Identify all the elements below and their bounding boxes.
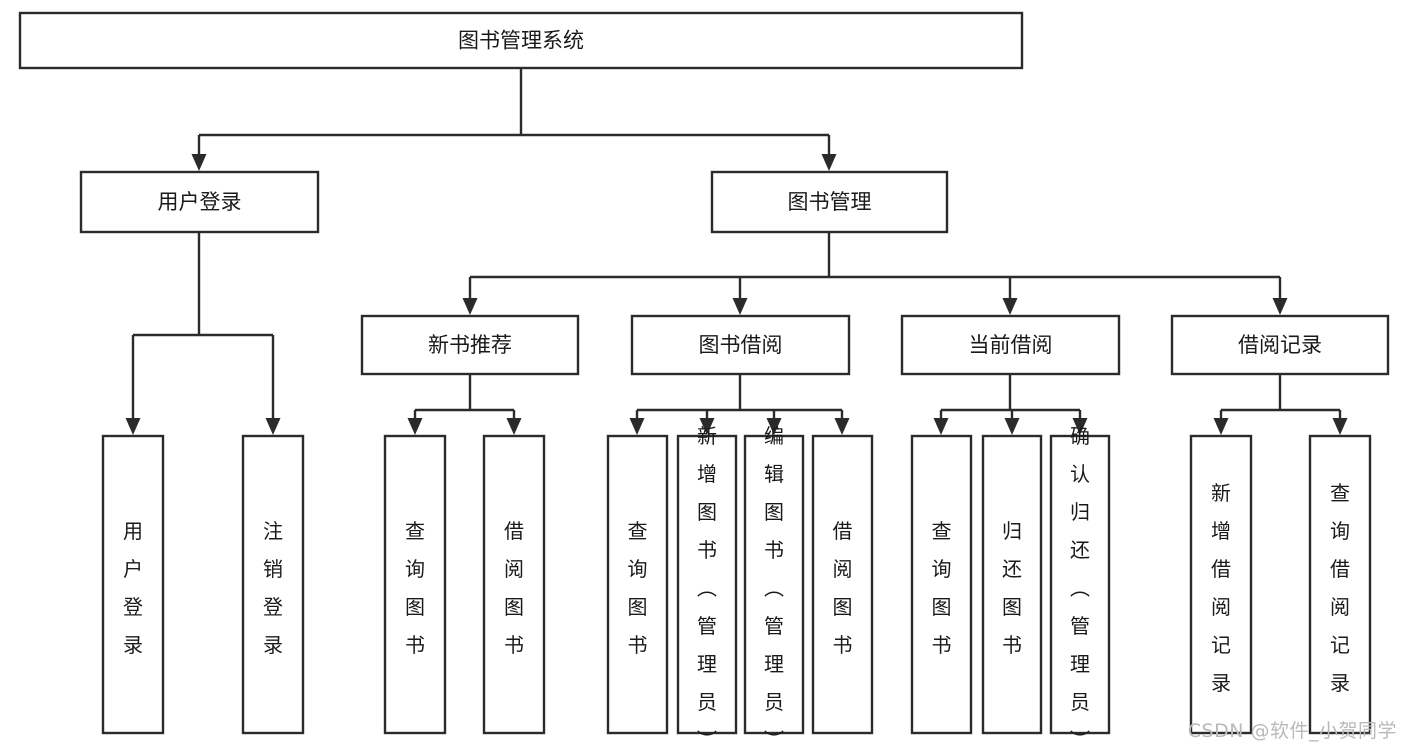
node-box-leaf-borrow-book-1[interactable] bbox=[482, 434, 546, 735]
node-box-leaf-add-book[interactable] bbox=[676, 434, 738, 735]
node-box-book-borrow[interactable] bbox=[630, 314, 851, 376]
node-box-leaf-add-borrow-record[interactable] bbox=[1189, 434, 1253, 735]
arrow-head-icon bbox=[699, 418, 715, 435]
connector-bus-user-login bbox=[125, 232, 281, 435]
node-leaf-query-borrow-record[interactable]: 查询借阅记录 bbox=[1308, 434, 1372, 735]
arrow-head-icon bbox=[1004, 418, 1020, 435]
node-box-user-login[interactable] bbox=[79, 170, 320, 234]
connector-bus-current-borrow bbox=[933, 374, 1088, 435]
node-box-leaf-return-book[interactable] bbox=[981, 434, 1043, 735]
node-box-current-borrow[interactable] bbox=[900, 314, 1121, 376]
node-box-leaf-query-book-1[interactable] bbox=[383, 434, 447, 735]
node-label-current-borrow: 当前借阅 bbox=[969, 333, 1053, 357]
node-box-leaf-edit-book[interactable] bbox=[743, 434, 805, 735]
connector-bus-borrow-record bbox=[1213, 374, 1348, 435]
node-box-leaf-query-book-3[interactable] bbox=[910, 434, 973, 735]
node-leaf-user-login[interactable]: 用户登录 bbox=[101, 434, 165, 735]
arrow-head-icon bbox=[766, 418, 782, 435]
arrow-head-icon bbox=[407, 418, 423, 435]
node-box-leaf-confirm-return[interactable] bbox=[1049, 434, 1111, 735]
arrow-head-icon bbox=[125, 418, 141, 435]
node-leaf-add-book[interactable]: 新增图书︵管理员︶ bbox=[676, 424, 738, 747]
node-box-leaf-query-book-2[interactable] bbox=[606, 434, 669, 735]
arrow-head-icon bbox=[821, 154, 837, 171]
connector-bus-new-book bbox=[407, 374, 522, 435]
node-leaf-user-logout[interactable]: 注销登录 bbox=[241, 434, 305, 735]
node-label-leaf-add-book: 新增图书︵管理员︶ bbox=[697, 424, 717, 747]
node-label-leaf-add-borrow-record: 新增借阅记录 bbox=[1211, 481, 1231, 695]
node-new-book-recommend[interactable]: 新书推荐 bbox=[360, 314, 580, 376]
node-leaf-query-book-3[interactable]: 查询图书 bbox=[910, 434, 973, 735]
node-label-user-login: 用户登录 bbox=[158, 190, 242, 214]
node-leaf-return-book[interactable]: 归还图书 bbox=[981, 434, 1043, 735]
nodes-layer: 图书管理系统用户登录图书管理新书推荐图书借阅当前借阅借阅记录用户登录注销登录查询… bbox=[18, 11, 1390, 747]
node-label-leaf-query-book-3: 查询图书 bbox=[932, 519, 952, 657]
node-label-leaf-return-book: 归还图书 bbox=[1002, 519, 1022, 657]
node-box-new-book-recommend[interactable] bbox=[360, 314, 580, 376]
node-box-book-manage[interactable] bbox=[710, 170, 949, 234]
arrow-head-icon bbox=[191, 154, 207, 171]
arrow-head-icon bbox=[629, 418, 645, 435]
arrow-head-icon bbox=[1332, 418, 1348, 435]
node-user-login[interactable]: 用户登录 bbox=[79, 170, 320, 234]
node-leaf-borrow-book-2[interactable]: 借阅图书 bbox=[811, 434, 874, 735]
node-leaf-edit-book[interactable]: 编辑图书︵管理员︶ bbox=[743, 424, 805, 747]
node-label-new-book-recommend: 新书推荐 bbox=[428, 333, 512, 357]
node-label-leaf-query-book-1: 查询图书 bbox=[405, 519, 425, 657]
node-box-leaf-user-login[interactable] bbox=[101, 434, 165, 735]
node-leaf-confirm-return[interactable]: 确认归还︵管理员︶ bbox=[1049, 424, 1111, 747]
arrow-head-icon bbox=[265, 418, 281, 435]
node-leaf-query-book-2[interactable]: 查询图书 bbox=[606, 434, 669, 735]
node-current-borrow[interactable]: 当前借阅 bbox=[900, 314, 1121, 376]
connector-bus-root bbox=[191, 68, 837, 171]
node-box-root[interactable] bbox=[18, 11, 1024, 70]
node-label-leaf-borrow-book-1: 借阅图书 bbox=[504, 519, 524, 657]
arrow-head-icon bbox=[506, 418, 522, 435]
node-label-leaf-edit-book: 编辑图书︵管理员︶ bbox=[764, 424, 784, 747]
arrow-head-icon bbox=[1272, 298, 1288, 315]
node-label-leaf-user-logout: 注销登录 bbox=[263, 519, 283, 657]
node-box-borrow-record[interactable] bbox=[1170, 314, 1390, 376]
node-label-leaf-borrow-book-2: 借阅图书 bbox=[833, 519, 853, 657]
node-leaf-query-book-1[interactable]: 查询图书 bbox=[383, 434, 447, 735]
node-leaf-borrow-book-1[interactable]: 借阅图书 bbox=[482, 434, 546, 735]
node-label-borrow-record: 借阅记录 bbox=[1238, 333, 1322, 357]
arrow-head-icon bbox=[1072, 418, 1088, 435]
node-label-leaf-user-login: 用户登录 bbox=[123, 519, 143, 657]
arrow-head-icon bbox=[1002, 298, 1018, 315]
arrow-head-icon bbox=[1213, 418, 1229, 435]
node-label-book-borrow: 图书借阅 bbox=[699, 333, 783, 357]
node-book-borrow[interactable]: 图书借阅 bbox=[630, 314, 851, 376]
arrow-head-icon bbox=[933, 418, 949, 435]
node-label-leaf-confirm-return: 确认归还︵管理员︶ bbox=[1070, 424, 1090, 747]
node-root[interactable]: 图书管理系统 bbox=[18, 11, 1024, 70]
node-borrow-record[interactable]: 借阅记录 bbox=[1170, 314, 1390, 376]
node-box-leaf-user-logout[interactable] bbox=[241, 434, 305, 735]
node-box-leaf-query-borrow-record[interactable] bbox=[1308, 434, 1372, 735]
connector-bus-book-borrow bbox=[629, 374, 850, 435]
node-label-leaf-query-book-2: 查询图书 bbox=[628, 519, 648, 657]
arrow-head-icon bbox=[834, 418, 850, 435]
node-label-book-manage: 图书管理 bbox=[788, 190, 872, 214]
csdn-watermark: CSDN @软件_小贺同学 bbox=[1187, 720, 1397, 742]
arrow-head-icon bbox=[462, 298, 478, 315]
connectors-layer bbox=[125, 68, 1348, 435]
node-label-root: 图书管理系统 bbox=[458, 29, 584, 53]
node-leaf-add-borrow-record[interactable]: 新增借阅记录 bbox=[1189, 434, 1253, 735]
node-label-leaf-query-borrow-record: 查询借阅记录 bbox=[1330, 481, 1350, 695]
connector-bus-level1 bbox=[462, 232, 1288, 315]
node-box-leaf-borrow-book-2[interactable] bbox=[811, 434, 874, 735]
node-book-manage[interactable]: 图书管理 bbox=[710, 170, 949, 234]
arrow-head-icon bbox=[732, 298, 748, 315]
